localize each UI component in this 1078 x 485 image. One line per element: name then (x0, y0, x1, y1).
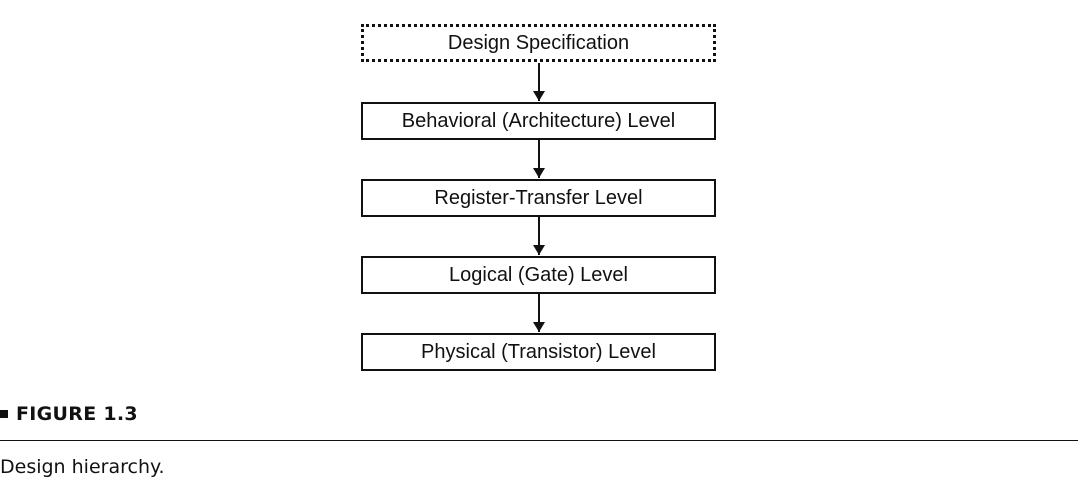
hierarchy-arrows (533, 63, 545, 332)
caption-divider (0, 440, 1078, 441)
physical-level-label: Physical (Transistor) Level (421, 340, 656, 363)
figure-caption: Design hierarchy. (0, 456, 165, 478)
behavioral-level-label: Behavioral (Architecture) Level (401, 109, 676, 132)
register-transfer-level-label: Register-Transfer Level (434, 186, 643, 209)
design-specification-label: Design Specification (447, 31, 630, 54)
square-bullet-icon (0, 410, 8, 418)
figure-label: FIGURE 1.3 (0, 403, 138, 425)
logical-level-box: Logical (Gate) Level (361, 256, 716, 294)
register-transfer-level-box: Register-Transfer Level (361, 179, 716, 217)
design-specification-box: Design Specification (361, 24, 716, 62)
figure-number: FIGURE 1.3 (16, 403, 138, 425)
logical-level-label: Logical (Gate) Level (449, 263, 628, 286)
behavioral-level-box: Behavioral (Architecture) Level (361, 102, 716, 140)
physical-level-box: Physical (Transistor) Level (361, 333, 716, 371)
